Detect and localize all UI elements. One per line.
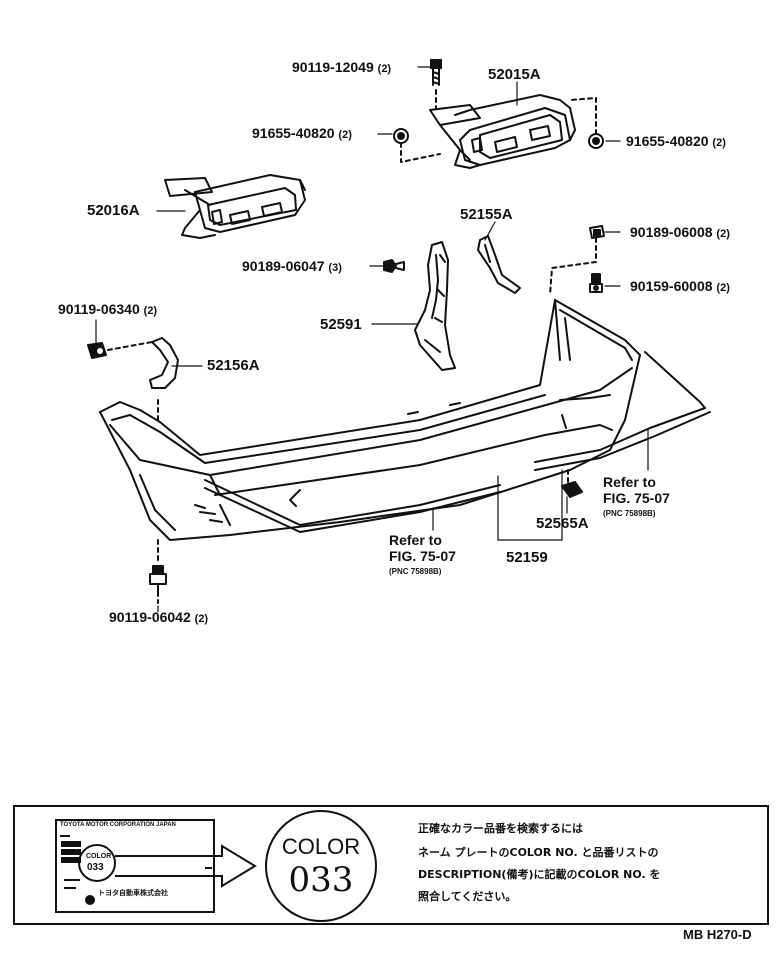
clip-52565a (561, 469, 583, 498)
part-label-90119-06340: 90119-06340 (2) (58, 301, 158, 317)
bolt-90119-06042 (149, 539, 167, 607)
part-label-52155a: 52155A (460, 206, 513, 223)
part-label-52156a: 52156A (207, 357, 260, 374)
instruction-line-1: 正確なカラー品番を検索するには (418, 822, 583, 835)
nut-91655-40820-right (569, 97, 604, 149)
diagram-code: MB H270-D (683, 927, 752, 942)
bracket-52015a (429, 94, 576, 169)
clip-90189-06047 (383, 259, 405, 273)
part-label-52015a: 52015A (488, 66, 541, 83)
plate-header: TOYOTA MOTOR CORPORATION JAPAN (60, 822, 176, 828)
part-label-52016a: 52016A (87, 202, 140, 219)
part-label-90189-06008: 90189-06008 (2) (630, 224, 730, 240)
bracket-52016a (164, 174, 306, 239)
instruction-line-4: 照合してください。 (418, 890, 517, 903)
leader-lines (95, 66, 649, 613)
nut-90189-06008 (549, 225, 605, 296)
instruction-line-2: ネーム プレートのCOLOR NO. と品番リストの (418, 846, 659, 859)
color-circle (265, 810, 377, 922)
part-label-91655-40820-left: 91655-40820 (2) (252, 125, 352, 141)
instruction-line-3: DESCRIPTION(備考)に記載のCOLOR NO. を (418, 868, 661, 881)
part-label-52591: 52591 (320, 316, 362, 333)
plate-color-code: 033 (87, 862, 104, 873)
nut-90119-06340 (87, 341, 153, 359)
color-box (13, 805, 769, 925)
moulding-strip-right (534, 351, 711, 471)
nut-91655-40820-left (393, 128, 441, 163)
name-plate (55, 819, 215, 913)
stay-52156a (149, 337, 179, 421)
part-label-90119-12049: 90119-12049 (2) (292, 59, 392, 75)
part-label-90159-60008: 90159-60008 (2) (630, 278, 730, 294)
bracket-52591 (414, 241, 456, 371)
circle-color-label: COLOR (281, 834, 361, 859)
part-label-91655-40820-right: 91655-40820 (2) (626, 133, 726, 149)
circle-color-code: 033 (288, 860, 354, 900)
reference-right[interactable]: Refer to FIG. 75-07 (PNC 75898B) (603, 474, 670, 518)
part-label-90119-06042: 90119-06042 (2) (109, 609, 209, 625)
bolt-90159-60008 (589, 273, 603, 293)
part-label-52159: 52159 (506, 549, 548, 566)
bumper-52159 (99, 299, 641, 541)
stay-52155a (477, 235, 521, 294)
moulding-strip-left (204, 479, 501, 533)
bolt-90119-12049 (430, 59, 442, 109)
plate-footer: トヨタ自動車株式会社 (98, 889, 168, 897)
reference-center[interactable]: Refer to FIG. 75-07 (PNC 75898B) (389, 532, 456, 576)
arrow-icon (115, 844, 257, 888)
part-label-90189-06047: 90189-06047 (3) (242, 258, 342, 274)
plate-color-label: COLOR (86, 853, 112, 860)
part-label-52565a: 52565A (536, 515, 589, 532)
